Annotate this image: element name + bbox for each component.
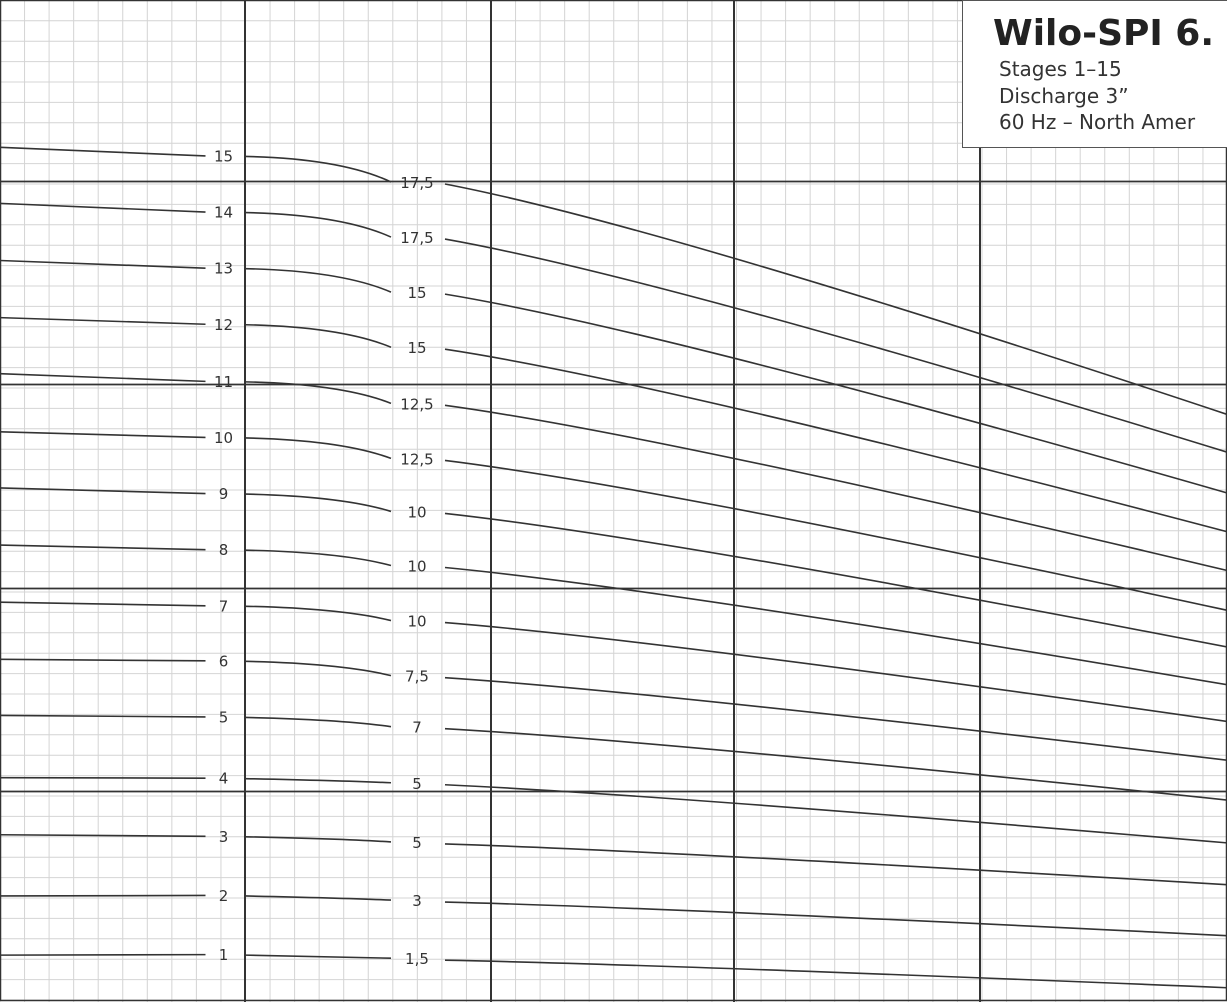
- series-line-10: [0, 431, 206, 439]
- series-line-1: [245, 954, 392, 959]
- series-line-12: [245, 323, 392, 348]
- series-power-label: 10: [407, 503, 426, 521]
- chart-subtitle-line-1: Stages 1–15: [999, 57, 1122, 81]
- chart-subtitle-line-2: Discharge 3”: [999, 84, 1129, 108]
- series-stage-label: 6: [219, 652, 229, 670]
- series-line-8: [0, 544, 206, 551]
- series-line-7: [0, 601, 206, 607]
- series-stage-label: 3: [219, 828, 229, 846]
- series-line-10: [444, 459, 1227, 612]
- series-line-11: [444, 404, 1227, 572]
- series-line-14: [444, 238, 1227, 453]
- series-line-14: [245, 211, 392, 238]
- series-power-label: 5: [412, 834, 422, 852]
- series-line-8: [444, 566, 1227, 686]
- series-line-12: [0, 316, 206, 326]
- series-stage-label: 8: [219, 541, 229, 559]
- series-line-1: [0, 953, 206, 956]
- series-line-14: [0, 202, 206, 213]
- series-line-2: [245, 895, 392, 901]
- series-stage-label: 12: [214, 316, 233, 334]
- series-line-3: [0, 833, 206, 838]
- series-stage-label: 14: [214, 204, 233, 222]
- series-line-11: [0, 372, 206, 383]
- series-stage-label: 13: [214, 260, 233, 278]
- series-line-3: [444, 843, 1227, 886]
- chart-subtitle-line-3: 60 Hz – North Amer: [999, 110, 1196, 134]
- series-line-2: [444, 901, 1227, 937]
- chart-title-box: Wilo-SPI 6. Stages 1–15 Discharge 3” 60 …: [962, 0, 1227, 148]
- series-power-label: 1,5: [405, 950, 429, 968]
- series-power-label: 15: [407, 284, 426, 302]
- series-power-label: 12,5: [400, 450, 433, 468]
- chart-labels: 1 1,5 2 3 3 5 4 5 5 7 6 7,5 7 10 8 10 9 10 10 12,5 11 12,5 12 1…: [214, 147, 434, 968]
- chart-title: Wilo-SPI 6.: [993, 13, 1215, 54]
- series-stage-label: 5: [219, 708, 229, 726]
- series-stage-label: 1: [219, 946, 229, 964]
- series-line-10: [245, 437, 392, 460]
- series-power-label: 17,5: [400, 229, 433, 247]
- series-power-label: 15: [407, 339, 426, 357]
- series-power-label: 7,5: [405, 668, 429, 686]
- series-line-9: [245, 493, 392, 513]
- series-stage-label: 15: [214, 147, 233, 165]
- series-power-label: 10: [407, 558, 426, 576]
- series-line-7: [444, 621, 1227, 723]
- series-line-6: [245, 660, 392, 677]
- series-line-2: [0, 894, 206, 897]
- series-line-4: [444, 783, 1227, 844]
- chart-curves: [0, 146, 1227, 989]
- series-power-label: 5: [412, 775, 422, 793]
- series-stage-label: 9: [219, 485, 229, 503]
- series-line-15: [444, 183, 1227, 416]
- series-line-5: [444, 727, 1227, 801]
- series-line-9: [0, 487, 206, 495]
- series-line-7: [245, 605, 392, 622]
- series-line-11: [245, 381, 392, 405]
- series-power-label: 7: [412, 719, 422, 737]
- series-line-9: [444, 512, 1227, 648]
- series-stage-label: 4: [219, 770, 229, 788]
- series-line-5: [0, 714, 206, 718]
- series-line-15: [245, 155, 392, 183]
- series-power-label: 12,5: [400, 395, 433, 413]
- series-line-13: [444, 293, 1227, 494]
- series-line-4: [0, 776, 206, 779]
- series-line-13: [0, 259, 206, 269]
- series-line-1: [444, 959, 1227, 989]
- series-line-13: [245, 267, 392, 293]
- series-line-6: [0, 658, 206, 662]
- series-power-label: 3: [412, 892, 422, 910]
- series-stage-label: 11: [214, 373, 233, 391]
- series-stage-label: 10: [214, 429, 233, 447]
- series-line-5: [245, 716, 392, 728]
- series-line-4: [245, 777, 392, 784]
- series-stage-label: 7: [219, 597, 229, 615]
- series-line-15: [0, 146, 206, 157]
- series-power-label: 17,5: [400, 174, 433, 192]
- series-line-6: [444, 676, 1227, 762]
- series-line-8: [245, 549, 392, 567]
- series-power-label: 10: [407, 613, 426, 631]
- series-line-12: [444, 348, 1227, 533]
- series-line-3: [245, 836, 392, 843]
- series-stage-label: 2: [219, 887, 229, 905]
